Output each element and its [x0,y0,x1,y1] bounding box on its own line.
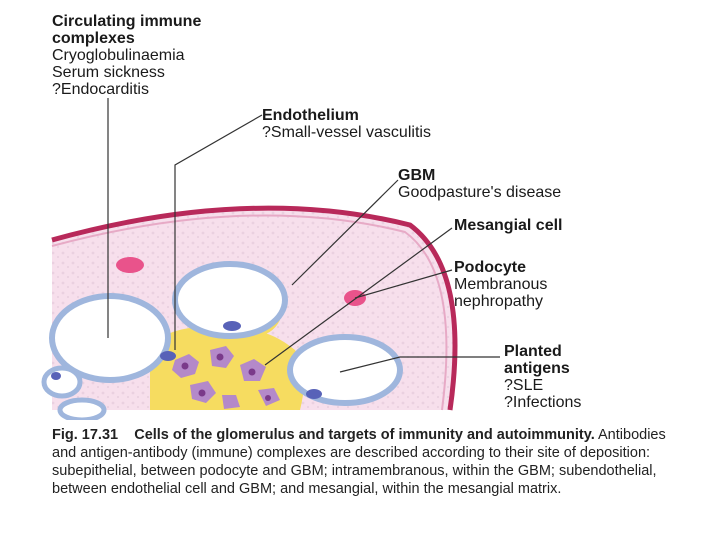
label-item: Cryoglobulinaemia [52,47,185,64]
label-endothelium: Endothelium ?Small-vessel vasculitis [262,107,431,141]
label-mesangial-cell: Mesangial cell [454,217,563,234]
capillary-loop [57,397,107,420]
figure-caption-body: Antibodies and antigen-antibody (immune)… [52,427,666,497]
label-item: Goodpasture's disease [398,184,562,201]
leader-line-endothelium [174,114,263,350]
label-heading: antigens [504,360,570,377]
leader-line-podocyte [354,269,453,299]
figure-number: Fig. 17.31 [52,427,119,443]
label-gbm: GBM Goodpasture's disease [398,167,561,201]
label-heading: Podocyte [454,259,527,276]
label-heading: GBM [398,167,436,184]
podocyte-nucleus [116,257,144,273]
label-heading: complexes [52,30,135,47]
label-item: ?Small-vessel vasculitis [262,124,431,141]
figure-caption: Fig. 17.31 Cells of the glomerulus and t… [52,426,692,498]
label-heading: Planted [504,343,562,360]
capillary-loop [49,293,171,383]
label-item: ?Endocarditis [52,81,149,98]
capillary-loop [287,334,403,406]
label-heading: Mesangial cell [454,217,563,234]
capsule-rim [51,205,458,411]
label-item: nephropathy [454,293,543,310]
label-item: Membranous [454,276,548,293]
figure-title: Cells of the glomerulus and targets of i… [134,427,595,443]
label-heading: Endothelium [262,107,359,124]
leader-lines [107,98,500,373]
label-planted-antigens: Planted antigens ?SLE ?Infections [504,343,581,411]
label-item: Serum sickness [52,64,165,81]
capillary-loop [41,365,83,399]
mesangial-cell [222,395,240,409]
mesangial-cells [172,346,280,409]
label-item: ?Infections [504,394,582,411]
capsule-inner-rim [51,214,448,411]
label-podocyte: Podocyte Membranous nephropathy [454,259,547,310]
leader-line-gbm [291,179,399,286]
label-heading: Circulating immune [52,13,202,30]
label-item: ?SLE [504,377,544,394]
label-circulating-immune-complexes: Circulating immune complexes Cryoglobuli… [52,13,201,98]
leader-line-planted [339,356,500,373]
glomerulus-diagram [41,98,500,420]
endothelial-nuclei [51,321,322,399]
